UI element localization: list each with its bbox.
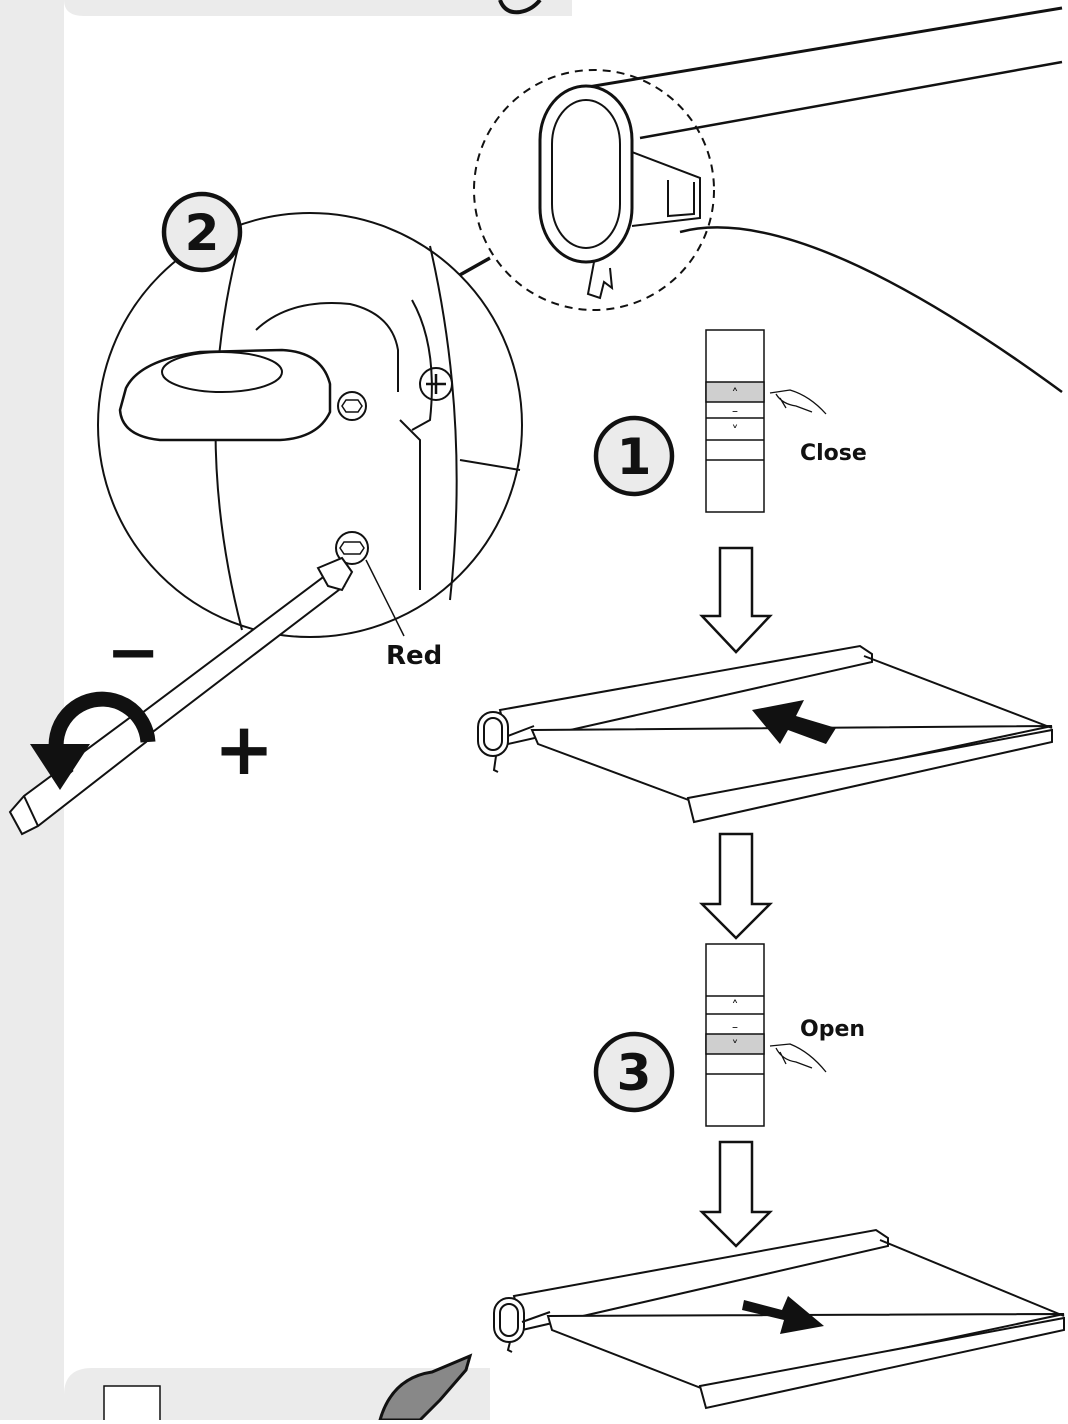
remote2-down-symbol: ˅ [732,1039,739,1055]
top-panel-edge [64,0,572,16]
down-arrow-2 [698,832,774,940]
step-1-badge: 1 [593,415,675,497]
remote1-down-symbol: ˅ [732,424,739,440]
down-arrow-3 [698,1140,774,1248]
close-label: Close [800,441,867,466]
step-3-number: 3 [617,1044,652,1102]
step-2-number: 2 [185,204,220,262]
awning-profile-detail [457,6,1063,394]
bottom-panel-box [103,1385,161,1424]
step-2-badge: 2 [161,191,243,273]
remote-control-close: ˄ – ˅ [705,329,765,513]
red-screw-label: Red [386,641,442,671]
step-1-number: 1 [617,428,652,486]
left-margin-bar [0,0,64,1420]
remote1-stop-symbol: – [732,404,738,418]
remote-control-open: ˄ – ˅ [705,943,765,1127]
hand-pointer-icon [769,389,827,415]
open-direction-arrow [742,1296,824,1334]
close-direction-arrow [752,700,836,744]
hex-key-tool [8,556,354,836]
hand-pointer-icon-2 [769,1043,827,1073]
adjustment-detail [97,212,523,638]
top-panel-icon [498,0,542,15]
awning-closing [477,644,1053,824]
remote2-up-symbol: ˄ [732,999,739,1015]
plus-sign: + [214,707,274,791]
rotation-arrow-icon [30,691,156,790]
open-label: Open [800,1017,865,1042]
awning-opening [493,1228,1065,1410]
step-3-badge: 3 [593,1031,675,1113]
bottom-panel-tool-icon [378,1353,473,1422]
remote2-stop-symbol: – [732,1020,738,1034]
remote1-up-symbol: ˄ [732,387,739,403]
down-arrow-1 [699,546,773,654]
minus-sign: − [106,616,160,690]
